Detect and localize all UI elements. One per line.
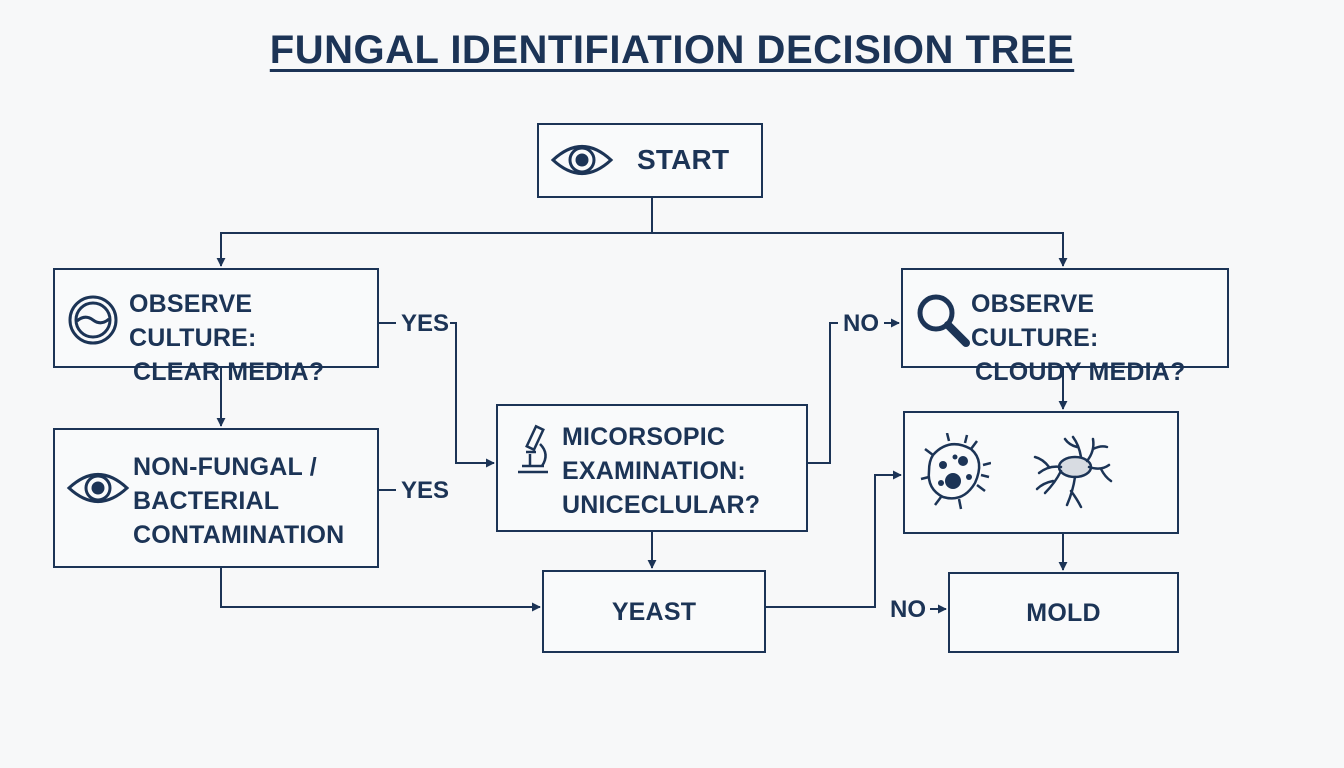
- label-no-mold: NO: [890, 596, 926, 623]
- label-yes-clear: YES: [401, 310, 450, 337]
- edge-yes-microscopic: [450, 322, 495, 468]
- microscopic-line3: UNICECLULAR?: [562, 491, 761, 519]
- edge-nonfungal-yeast: [220, 568, 541, 612]
- non-fungal-line2: BACTERIAL: [133, 487, 280, 515]
- edge-to-clear: [216, 232, 652, 267]
- hyphae-icon: [1033, 435, 1113, 509]
- diagram-title: FUNGAL IDENTIFIATION DECISION TREE: [269, 28, 1075, 72]
- yeast-cell-icon: [920, 433, 991, 510]
- cloudy-media-line2: CLOUDY MEDIA?: [975, 358, 1186, 386]
- petri-dish-icon: [68, 295, 118, 345]
- start-label: START: [637, 144, 730, 175]
- edge-micro-no: [808, 322, 838, 464]
- edge-to-cloudy: [652, 232, 1068, 267]
- node-start: START: [537, 123, 763, 198]
- node-clear-media: OBSERVE CULTURE: CLEAR MEDIA?: [53, 268, 379, 386]
- node-mold: MOLD: [948, 572, 1179, 653]
- node-non-fungal: NON-FUNGAL / BACTERIAL CONTAMINATION: [53, 428, 379, 568]
- label-no-cloudy: NO: [843, 310, 879, 337]
- node-microscopic: MICORSOPIC EXAMINATION: UNICECLULAR?: [496, 404, 808, 532]
- magnifier-icon: [917, 294, 970, 347]
- non-fungal-line3: CONTAMINATION: [133, 521, 345, 549]
- node-cloudy-media: OBSERVE CULTURE: CLOUDY MEDIA?: [901, 268, 1229, 386]
- cloudy-media-line1: OBSERVE CULTURE:: [971, 290, 1099, 352]
- node-organisms: [903, 411, 1179, 534]
- label-yes-nonfungal: YES: [401, 477, 450, 504]
- node-yeast: YEAST: [542, 570, 766, 653]
- eye-icon: [66, 473, 130, 503]
- mold-label: MOLD: [1026, 598, 1101, 627]
- non-fungal-line1: NON-FUNGAL /: [133, 453, 317, 481]
- eye-icon: [550, 145, 614, 175]
- microscopic-line1: MICORSOPIC: [562, 423, 726, 451]
- yeast-label: YEAST: [611, 597, 697, 626]
- microscopic-line2: EXAMINATION:: [562, 457, 746, 485]
- microscope-icon: [518, 424, 548, 474]
- clear-media-line1: OBSERVE CULTURE:: [129, 290, 257, 352]
- edge-yeast-organisms: [766, 470, 902, 608]
- clear-media-line2: CLEAR MEDIA?: [133, 358, 325, 386]
